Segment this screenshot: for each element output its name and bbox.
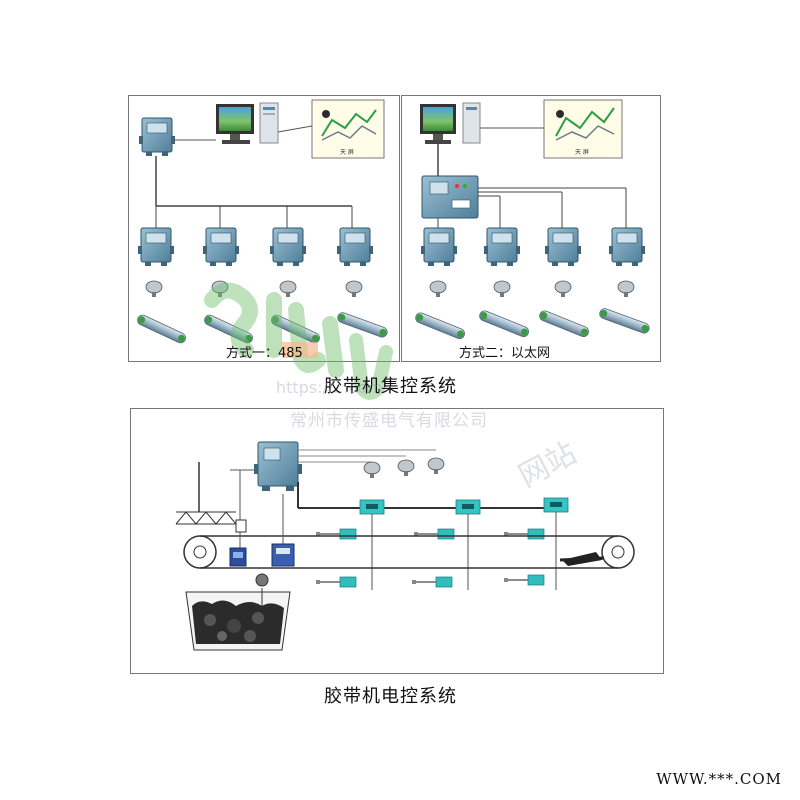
mode-two-label: 方式二：以太网 [459, 346, 551, 361]
sub-cabinet-left-3 [269, 227, 307, 267]
sensor-left-3 [279, 280, 297, 298]
row2-sensor-3 [503, 574, 545, 586]
mode-one-label: 方式一：485 [226, 346, 303, 361]
coal-hopper [185, 573, 291, 651]
ethernet-control-cabinet [421, 175, 479, 219]
idler-left-4 [335, 310, 390, 339]
sub-cabinet-right-2 [483, 227, 521, 267]
motor-drive-2 [271, 494, 295, 567]
display-screen-left [311, 99, 385, 159]
sub-cabinet-left-4 [336, 227, 374, 267]
sub-cabinet-left-1 [137, 227, 175, 267]
watermark-url: https://...com [276, 378, 383, 397]
main-electric-cabinet [254, 441, 302, 491]
sensor-right-3 [554, 280, 572, 298]
sensor-left-4 [345, 280, 363, 298]
top-left-network: 天 屏 [135, 99, 390, 346]
watermark-logo [204, 282, 393, 400]
switch-box-3 [543, 497, 569, 513]
idler-right-4 [597, 306, 652, 335]
sensor-right-4 [617, 280, 635, 298]
footer-website: WWW.***.COM [656, 770, 782, 788]
row1-sensor-2 [413, 528, 455, 540]
main-control-cabinet-left [138, 117, 176, 157]
screen-caption-left: 天 屏 [340, 149, 354, 156]
top-caption: 胶带机集控系统 [324, 376, 457, 397]
switch-box-1 [359, 499, 385, 515]
sub-cabinet-right-3 [544, 227, 582, 267]
computer-left [216, 102, 279, 144]
row1-sensor-3 [503, 528, 545, 540]
sensor-right-2 [493, 280, 511, 298]
top-sensor-3 [427, 457, 445, 475]
computer-right [420, 102, 481, 144]
idler-right-3 [537, 308, 591, 339]
sub-cabinet-right-1 [420, 227, 458, 267]
sub-cabinet-left-2 [202, 227, 240, 267]
top-right-network: 天 屏 [413, 99, 652, 341]
top-sensor-2 [397, 459, 415, 477]
row2-sensor-1 [315, 576, 357, 588]
screen-caption-right: 天 屏 [575, 149, 589, 156]
conveyor-belt [183, 535, 635, 569]
motor-drive-1 [229, 547, 247, 567]
idler-left-1 [135, 312, 188, 346]
switch-box-2 [455, 499, 481, 515]
display-screen-right [543, 99, 623, 159]
tension-tower [175, 462, 254, 550]
sub-cabinet-right-4 [608, 227, 646, 267]
label-highlight [282, 342, 318, 358]
bottom-caption: 胶带机电控系统 [324, 686, 457, 707]
idler-right-1 [413, 310, 467, 341]
row2-sensor-2 [411, 576, 453, 588]
belt-electric-control-diagram [175, 441, 635, 651]
idler-right-2 [477, 308, 531, 339]
sensor-right-1 [429, 280, 447, 298]
sensor-left-1 [145, 280, 163, 298]
watermark-company: 常州市传盛电气有限公司 [290, 411, 488, 431]
top-sensor-1 [363, 461, 381, 479]
row1-sensor-1 [315, 528, 357, 540]
